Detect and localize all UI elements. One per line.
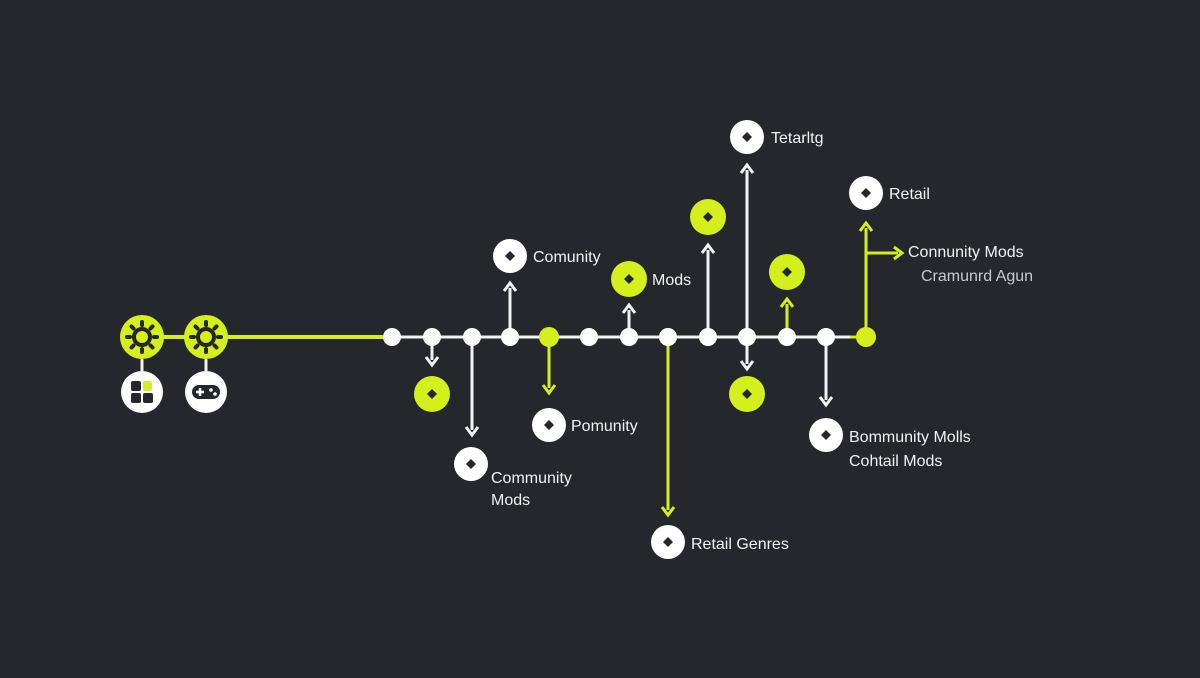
arrow-up-icon (700, 242, 716, 254)
diamond-icon (742, 132, 752, 142)
arrow-down-icon (464, 426, 480, 438)
label-mods-line2: Mods (491, 492, 530, 509)
label-mods: Mods (652, 272, 691, 289)
diamond-icon (861, 188, 871, 198)
label-retail: Retail (889, 186, 930, 203)
grid-icon (121, 371, 163, 413)
timeline-dot (463, 328, 481, 346)
arrow-down-icon (660, 506, 676, 518)
diamond-icon (782, 267, 792, 277)
node-bommunity-molls: Bommunity Molls Cohtail Mods (809, 418, 971, 470)
node-comunity: Comunity (493, 239, 601, 273)
timeline-dot (738, 328, 756, 346)
diamond-icon (703, 212, 713, 222)
arrow-up-icon (621, 302, 637, 314)
gamepad-icon (185, 371, 227, 413)
diamond-icon (505, 251, 515, 261)
arrow-up-icon (779, 296, 795, 308)
arrow-down-icon (739, 360, 755, 372)
diamond-icon (663, 537, 673, 547)
diamond-icon (427, 389, 437, 399)
label-bommunity-molls: Bommunity Molls (849, 429, 971, 446)
timeline-dot (383, 328, 401, 346)
timeline-dot (501, 328, 519, 346)
branch-connectors (424, 162, 905, 518)
timeline-dot-accent (856, 327, 876, 347)
timeline-dot (659, 328, 677, 346)
gear-icon (120, 315, 164, 359)
label-connunity-mods: Connunity Mods (908, 244, 1024, 261)
arrow-down-icon (424, 356, 440, 368)
label-community: Community (491, 470, 572, 487)
timeline-dot (699, 328, 717, 346)
label-cohtail-mods: Cohtail Mods (849, 453, 942, 470)
arrow-down-icon (541, 384, 557, 396)
timeline-dot (778, 328, 796, 346)
accent-node (769, 254, 805, 290)
diamond-icon (821, 430, 831, 440)
timeline-dot (423, 328, 441, 346)
arrow-down-icon (818, 396, 834, 408)
arrow-up-icon (502, 280, 518, 292)
accent-node (414, 376, 450, 412)
node-pomunity: Pomunity (532, 408, 638, 442)
accent-node (690, 199, 726, 235)
arrow-right-icon (893, 245, 905, 261)
arrow-up-icon (858, 220, 874, 232)
timeline-dot (580, 328, 598, 346)
diamond-icon (742, 389, 752, 399)
arrow-up-icon (739, 162, 755, 174)
label-cramunrd-agun: Cramunrd Agun (921, 268, 1033, 285)
timeline-dot-accent (539, 327, 559, 347)
timeline-dots (383, 327, 876, 347)
accent-node (729, 376, 765, 412)
label-tetarltg: Tetarltg (771, 130, 823, 147)
node-retail: Retail (849, 176, 930, 210)
diamond-icon (624, 274, 634, 284)
timeline-dot (817, 328, 835, 346)
diamond-icon (466, 459, 476, 469)
node-retail-genres: Retail Genres (651, 525, 789, 559)
diamond-icon (544, 420, 554, 430)
node-tetarltg: Tetarltg (730, 120, 823, 154)
gear-icon (184, 315, 228, 359)
node-mods: Mods (611, 261, 691, 297)
node-connunity-mods: Connunity Mods Cramunrd Agun (908, 244, 1033, 285)
label-retail-genres: Retail Genres (691, 536, 789, 553)
label-pomunity: Pomunity (571, 418, 638, 435)
node-community-mods: Community Mods (454, 447, 572, 509)
label-comunity: Comunity (533, 249, 601, 266)
timeline-dot (620, 328, 638, 346)
